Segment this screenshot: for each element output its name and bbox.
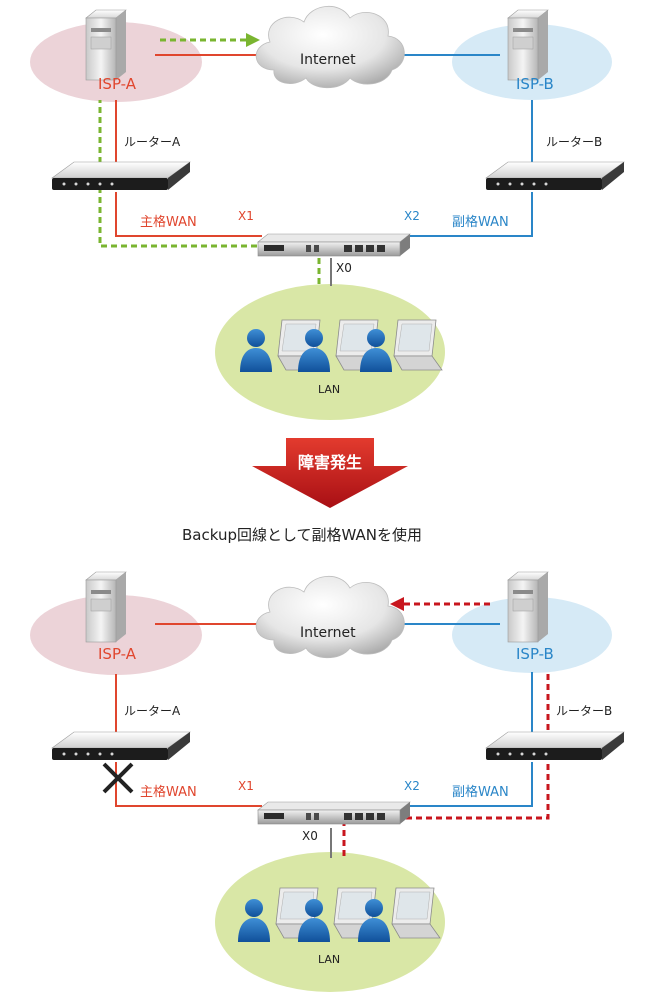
router-a-label: ルーターA (124, 704, 181, 718)
lan-label: LAN (318, 953, 341, 966)
isp-b-label: ISP-B (516, 75, 554, 93)
link-routerb-x2 (400, 192, 533, 237)
caption: Backup回線として副格WANを使用 (182, 526, 423, 544)
cloud-icon (255, 5, 405, 89)
active-path-primary (98, 100, 321, 284)
green-arrowhead-icon (246, 33, 260, 47)
server-icon (85, 571, 127, 643)
primary-wan-label: 主格WAN (140, 215, 197, 230)
port-x0-label: X0 (302, 829, 318, 843)
backup-wan-label: 副格WAN (452, 785, 509, 800)
down-arrow-icon (252, 438, 408, 508)
server-icon (507, 571, 549, 643)
router-icon (51, 731, 191, 761)
port-x2-label: X2 (404, 209, 420, 223)
firewall-appliance-icon (257, 233, 411, 257)
isp-b-label: ISP-B (516, 645, 554, 663)
internet-label: Internet (300, 52, 356, 68)
failure-arrow (252, 438, 408, 508)
router-icon (485, 161, 625, 191)
active-path-backup (342, 672, 550, 856)
router-b-label: ルーターB (546, 135, 603, 149)
failure-label: 障害発生 (298, 453, 363, 472)
internet-label: Internet (300, 625, 356, 641)
port-x1-label: X1 (238, 209, 254, 223)
port-x2-label: X2 (404, 779, 420, 793)
isp-a-label: ISP-A (98, 645, 137, 663)
x-mark-icon (102, 762, 134, 794)
red-arrowhead-icon (390, 597, 404, 611)
router-icon (485, 731, 625, 761)
lan-zone (215, 852, 445, 992)
router-icon (51, 161, 191, 191)
link-routerb-x2 (400, 762, 533, 807)
top-scene (30, 5, 625, 420)
backup-wan-label: 副格WAN (452, 215, 509, 230)
link-routera-x1 (115, 192, 262, 237)
router-b-label: ルーターB (556, 704, 613, 718)
port-x1-label: X1 (238, 779, 254, 793)
cloud-icon (255, 575, 405, 659)
port-x0-label: X0 (336, 261, 352, 275)
router-a-label: ルーターA (124, 135, 181, 149)
isp-a-label: ISP-A (98, 75, 137, 93)
server-icon (507, 9, 549, 81)
lan-label: LAN (318, 383, 341, 396)
bottom-scene (30, 571, 625, 992)
primary-wan-label: 主格WAN (140, 785, 197, 800)
firewall-appliance-icon (257, 801, 411, 825)
server-icon (85, 9, 127, 81)
lan-zone (215, 284, 445, 420)
